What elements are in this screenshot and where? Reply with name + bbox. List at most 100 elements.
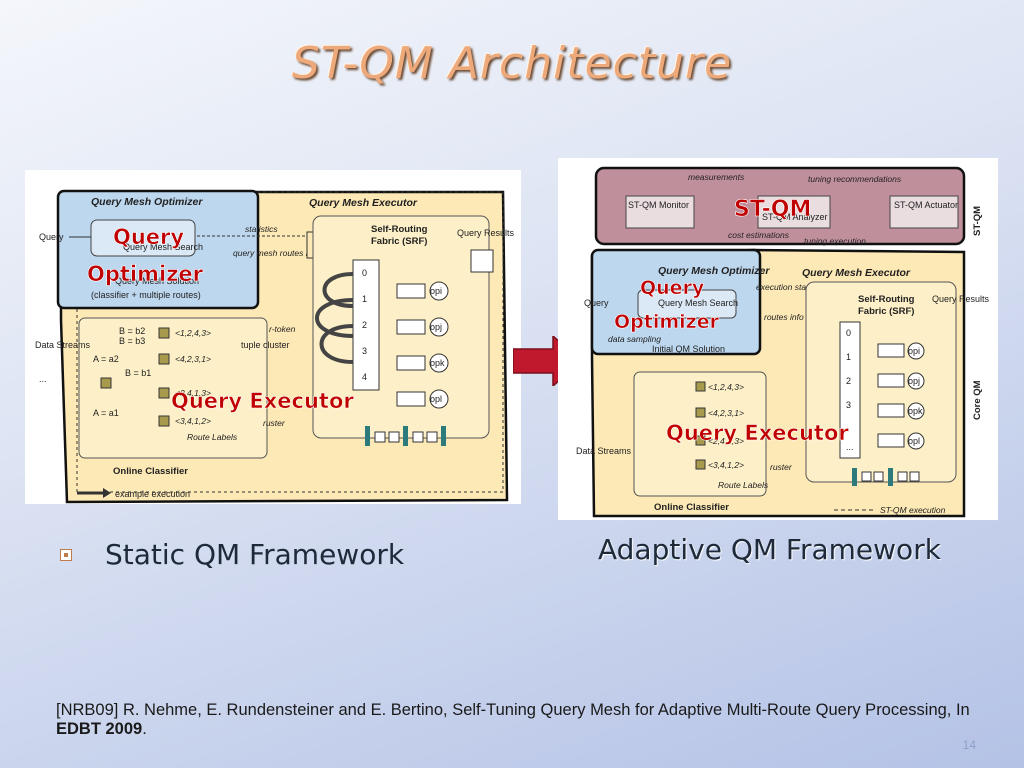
citation-venue: EDBT 2009 [56,720,143,738]
statistics-label: statistics [245,224,278,234]
srf-slots: 0 1 2 3 4 [352,259,380,391]
optimizer-header: Query Mesh Optimizer [91,196,203,208]
operator: opi [430,286,442,296]
routes-info-label: query mesh routes info [233,248,320,258]
search-box [90,219,196,257]
srf-slot: 3 [362,346,367,356]
citation-text: [NRB09] R. Nehme, E. Rundensteiner and E… [56,701,970,719]
operator-queues: opi opj opk opl [877,342,925,450]
analyzer-label: ST-QM Analyzer [762,212,828,222]
tuple-cluster-row [852,468,920,486]
monitor-box [625,195,695,229]
r-token-label: r-token [269,324,296,334]
overlay-stqm: ST-QM [734,197,811,222]
optimizer-header: Query Mesh Optimizer [658,265,770,277]
data-sampling-label: data sampling [608,334,661,344]
srf-slots: 0 1 2 3 ... [839,321,861,459]
route-label: <4,2,3,1> [708,408,744,418]
tree-node: A = a2 [93,354,119,364]
route-label: <2,4,1,3> [708,436,744,446]
tuple-cluster-row [365,426,446,446]
overlay-executor: Query Executor [666,421,849,445]
adaptive-qm-diagram: measurements tuning recommendations ST-Q… [558,158,998,520]
query-label: Query [584,298,609,308]
citation-end: . [142,720,147,738]
tuple-cluster-label: tuple cluster [241,340,290,350]
routes-info-label: routes info [764,312,804,322]
srf-slot: 0 [362,268,367,278]
srf-label-2: Fabric (SRF) [371,236,427,247]
query-results-label: Query Results [932,294,990,304]
search-label: Query Mesh Search [123,242,203,252]
overlay-optimizer-1: Query [113,225,184,249]
data-streams-label: Data Streams [576,446,632,456]
operator: opk [430,358,445,368]
operator: opj [430,322,442,332]
analyzer-box [757,195,831,229]
overlay-optimizer-2: Optimizer [614,311,720,333]
operator: opl [908,436,920,446]
measurements-label: measurements [688,172,745,182]
srf-slot: 2 [362,320,367,330]
classifier-box [633,371,767,497]
adaptive-framework-label: Adaptive QM Framework [598,533,941,566]
executor-header: Query Mesh Executor [309,197,418,209]
srf-loops [315,272,354,364]
query-results-label: Query Results [457,228,515,238]
overlay-optimizer-1: Query [640,277,705,299]
srf-label-1: Self-Routing [371,224,428,235]
srf-label-2: Fabric (SRF) [858,306,914,317]
search-box [637,289,737,319]
core-qm-side-label: Core QM [972,380,983,420]
route-labels-caption: Route Labels [718,480,769,490]
route-label: <2,4,1,3> [175,388,211,398]
srf-slot: 1 [846,352,851,362]
search-label: Query Mesh Search [658,298,738,308]
cost-estimations-label: cost estimations [728,230,790,240]
overlay-optimizer-2: Optimizer [87,262,204,286]
srf-slot: ... [846,442,854,452]
ruster-label: ruster [263,418,286,428]
overlay-executor: Query Executor [171,389,354,413]
operator-queues: opi opj opk opl [396,281,449,409]
route-label: <3,4,1,2> [708,460,744,470]
page-number: 14 [962,738,976,752]
executor-dashed-box [76,191,504,493]
bullet-icon [60,549,72,561]
execution-statistics-label: execution statistics [756,282,828,292]
tuning-execution-label: tuning execution [804,236,866,246]
executor-header: Query Mesh Executor [802,267,911,279]
solution-label: Query Mesh Solution [115,276,199,286]
query-label: Query [39,232,64,242]
tree-node: B = b2 [119,326,145,336]
tree-node: B = b3 [119,336,145,346]
operator: opk [908,406,923,416]
citation: [NRB09] R. Nehme, E. Rundensteiner and E… [56,701,986,739]
initial-solution-label: Initial QM Solution [652,344,725,354]
stqm-side-label: ST-QM [972,206,983,236]
actuator-box [889,195,959,229]
route-labels-caption: Route Labels [187,432,238,442]
tree-node: A = a1 [93,408,119,418]
actuator-label: ST-QM Actuator [894,200,958,210]
tuning-recommendations-label: tuning recommendations [808,174,902,184]
ruster-label: ruster [770,462,793,472]
operator: opi [908,346,920,356]
static-qm-diagram: Query Mesh Executor Query Mesh Optimizer… [25,170,521,504]
route-label: <3,4,1,2> [175,416,211,426]
operator: opl [430,394,442,404]
stqm-execution-label: ST-QM execution [880,505,946,515]
srf-slot: 2 [846,376,851,386]
monitor-label: ST-QM Monitor [628,200,689,210]
route-label: <1,2,4,3> [175,328,211,338]
example-execution-label: example execution [115,489,190,499]
online-classifier-label: Online Classifier [654,502,729,513]
ellipsis: ... [39,374,47,384]
srf-slot: 4 [362,372,367,382]
tree-node: B = b1 [125,368,151,378]
classifier-box [78,317,268,459]
operator: opj [908,376,920,386]
srf-slot: 0 [846,328,851,338]
slide-title: ST-QM Architecture [291,38,733,89]
online-classifier-label: Online Classifier [113,466,188,477]
